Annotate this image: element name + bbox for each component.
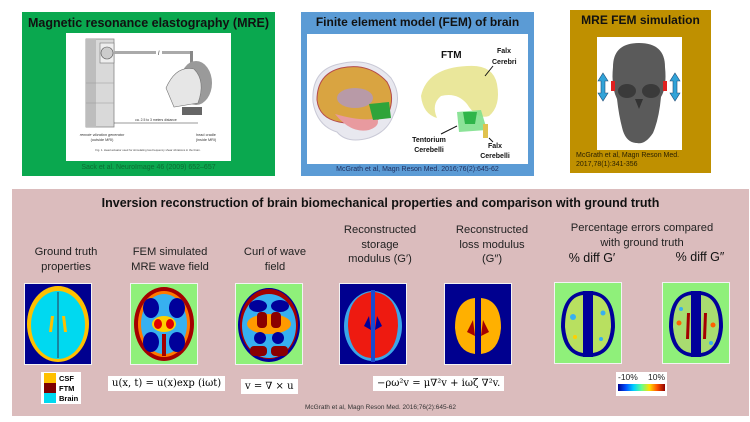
- legend-item-brain: Brain: [44, 393, 78, 403]
- mre-citation: Sack et al. NeuroImage 46 (2009) 652–657: [81, 164, 216, 171]
- legend-item-ftm: FTM: [44, 383, 78, 393]
- colorbar-max-label: 10%: [647, 372, 665, 382]
- inversion-formula: −ρω²v = μ∇²v + iωζ ∇²v.: [373, 376, 505, 391]
- wave-field-map: [130, 283, 198, 365]
- skull-figure: [597, 37, 682, 150]
- wave-field-formula: u(x, t) = u(x)exp (iωt): [108, 376, 226, 391]
- fem-panel: Finite element model (FEM) of brain FTM …: [301, 12, 534, 176]
- mre-panel: Magnetic resonance elastography (MRE) l …: [22, 12, 275, 176]
- loss-modulus-map: [444, 283, 512, 365]
- ground-truth-map: [24, 283, 92, 365]
- vibration-arrow-left-icon: [597, 72, 609, 102]
- storage-modulus-map: [339, 283, 407, 365]
- fem-panel-title: Finite element model (FEM) of brain: [315, 15, 520, 29]
- cradle-caption: head cradle: [196, 133, 216, 137]
- colorbar-gradient: [618, 384, 665, 391]
- simulation-panel-title: MRE FEM simulation: [581, 13, 700, 27]
- ftm-swatch: [44, 383, 56, 393]
- falx-cerebri-label-2: Cerebri: [492, 59, 517, 66]
- tissue-legend: CSF FTM Brain: [41, 372, 82, 404]
- diff-gdoubleprime-label: % diff G″: [675, 250, 725, 264]
- curl-formula: v = ∇ × u: [241, 379, 298, 394]
- vibration-setup-illustration: l ca. 2.5 to 3 meters distance remote vi…: [80, 38, 217, 152]
- falx-cerebelli-label: Falx: [488, 143, 502, 150]
- mre-setup-figure: l ca. 2.5 to 3 meters distance remote vi…: [66, 33, 231, 161]
- brain-swatch: [44, 393, 56, 403]
- falx-cerebri-label: Falx: [497, 48, 511, 55]
- inversion-citation: McGrath et al, Magn Reson Med. 2016;76(2…: [304, 404, 457, 411]
- tentorium-label-2: Cerebelli: [414, 147, 444, 154]
- colorbar-min-label: -10%: [618, 372, 638, 382]
- legend-item-csf: CSF: [44, 373, 78, 383]
- rod-label: l: [158, 51, 160, 57]
- diff-gprime-map: [554, 282, 622, 364]
- ftm-label: FTM: [441, 50, 462, 61]
- skull-mesh-illustration: [597, 43, 681, 144]
- cradle-caption-sub: (inside MRI): [196, 138, 217, 142]
- error-colorbar: -10% 10%: [616, 372, 667, 396]
- tentorium-label: Tentorium: [412, 137, 446, 144]
- inversion-panel-title: Inversion reconstruction of brain biomec…: [101, 196, 660, 210]
- distance-label: ca. 2.5 to 3 meters distance: [135, 118, 177, 122]
- csf-swatch: [44, 373, 56, 383]
- diff-gdoubleprime-map: [662, 282, 730, 364]
- generator-caption-sub: (outside MRI): [91, 138, 115, 142]
- fem-brain-illustration: FTM Falx Cerebri Tentorium Cerebelli Fal…: [312, 48, 517, 160]
- diff-gprime-label: % diff G′: [568, 251, 616, 265]
- curl-field-map: [235, 283, 303, 365]
- simulation-citation: McGrath et al, Magn Reson Med.: [576, 152, 680, 159]
- simulation-citation-2: 2017,78(1):341-356: [576, 161, 638, 168]
- fem-figure: FTM Falx Cerebri Tentorium Cerebelli Fal…: [307, 34, 528, 164]
- figure-caption: Fig. 1. Head actuator used for stimulati…: [95, 148, 200, 152]
- falx-cerebelli-label-2: Cerebelli: [480, 153, 510, 160]
- simulation-panel: MRE FEM simulation McGrath et al, Magn R…: [570, 10, 711, 173]
- vibration-arrow-right-icon: [669, 72, 681, 102]
- inversion-panel: Inversion reconstruction of brain biomec…: [12, 189, 749, 416]
- generator-caption: remote vibration generator: [80, 133, 125, 137]
- fem-citation: McGrath et al, Magn Reson Med. 2016;76(2…: [336, 166, 499, 173]
- mre-panel-title: Magnetic resonance elastography (MRE): [27, 16, 270, 30]
